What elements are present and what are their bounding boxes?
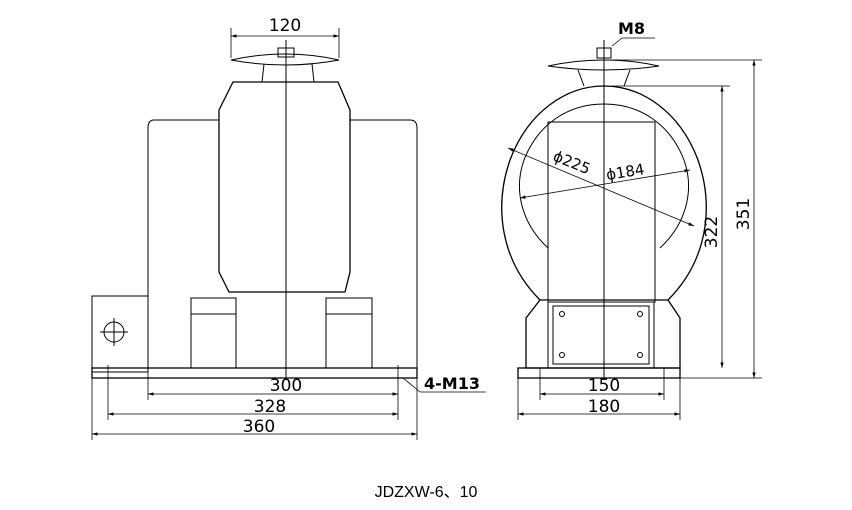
side-nameplate (552, 305, 650, 365)
front-shoulders (147, 119, 418, 372)
dim-360: 360 (243, 417, 275, 437)
front-right-leg (325, 297, 373, 369)
front-top-disk (230, 53, 340, 66)
dim-322: 322 (702, 216, 722, 248)
dim-dia-184: ϕ184 (605, 160, 646, 184)
dim-150: 150 (588, 376, 620, 396)
model-caption: JDZXW-6、10 (374, 484, 478, 501)
terminal-label: M8 (618, 19, 645, 38)
front-left-ear (91, 295, 149, 373)
side-view: M8 ϕ225 ϕ184 322 351 (501, 19, 762, 420)
side-top-disk (547, 59, 660, 71)
front-base-plate (91, 367, 418, 379)
front-main-body (218, 81, 351, 293)
nameplate-screws (559, 311, 643, 358)
dim-328: 328 (254, 397, 286, 417)
hole-note: 4-M13 (424, 374, 480, 393)
front-left-leg (190, 297, 237, 369)
dim-dia-225: ϕ225 (551, 147, 593, 178)
dim-300: 300 (270, 376, 302, 396)
front-neck (261, 63, 315, 83)
side-base-plate (517, 367, 681, 379)
front-view: 120 300 328 360 4-M13 (91, 16, 486, 440)
dim-180: 180 (588, 397, 620, 417)
dim-351: 351 (734, 198, 754, 230)
side-lower-body (525, 299, 681, 369)
dim-120: 120 (269, 16, 301, 36)
